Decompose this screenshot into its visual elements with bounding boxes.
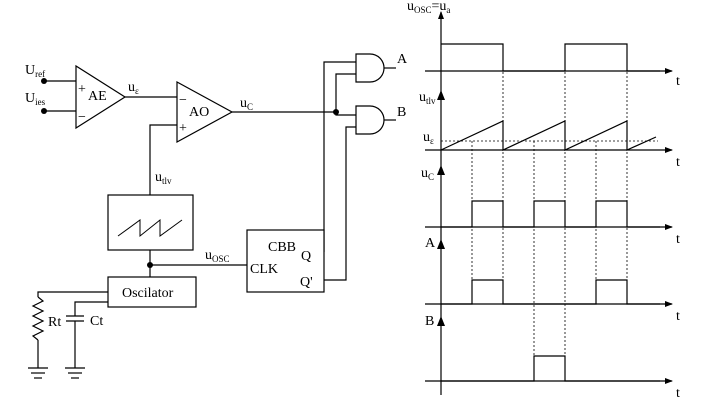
cbb-qbar-label: Q' [300,275,313,290]
uc-axis-label: uC [421,166,434,182]
ground-icon [28,367,48,379]
circuit-schematic: Uref Uies + − AE uε − + AO utlv uC A [25,52,408,379]
t-label: t [676,74,680,89]
utlv-label: utlv [155,170,172,186]
uc-waveform [441,200,660,228]
rt-label: Rt [48,315,61,330]
osc-axis-label: uOSC=ua [407,0,450,15]
t-label: t [676,232,680,247]
and-gate-b [355,105,385,135]
ao-label: AO [189,105,209,120]
axis-arrow-uc [437,165,445,175]
sawtooth-generator [107,194,194,251]
and-gate-a [355,53,385,83]
t-label: t [676,155,680,170]
resistor-rt [31,296,45,341]
ae-amplifier [75,64,127,130]
ae-plus: + [78,82,86,97]
timing-diagram: uOSC=ua t t t t t utlv uε uC A B [407,0,680,401]
axis-arrow-a [437,239,445,249]
ao-amplifier [176,80,234,144]
capacitor-ct [66,315,84,322]
axis-arrow-b [437,316,445,326]
b-axis-label: B [425,314,434,329]
axis-arrow-tlv [437,90,445,100]
ao-plus: + [179,121,187,136]
uosc-label: uOSC [205,248,230,264]
cbb-flipflop [246,229,325,293]
output-a-label: A [397,52,408,67]
ao-minus: − [179,93,187,108]
a-axis-label: A [425,236,436,251]
uref-label: Uref [25,63,45,79]
t-label: t [676,386,680,401]
output-b-label: B [397,105,406,120]
cbb-clk-label: CLK [250,262,278,277]
cbb-q-label: Q [301,249,311,264]
ct-label: Ct [90,314,103,329]
uc-label: uC [240,96,253,112]
cbb-label: CBB [268,240,296,255]
ae-minus: − [78,110,86,125]
ueps-label: uε [128,80,139,96]
ueps-axis-label: uε [423,130,434,146]
b-waveform [441,355,660,382]
oscillator-block [107,276,197,308]
uies-label: Uies [25,91,46,107]
ae-label: AE [88,89,107,104]
oscillator-label: Oscilator [122,286,174,301]
ground-icon [65,367,85,379]
utlv-axis-label: utlv [419,90,436,106]
sawtooth-waveform [440,120,657,151]
sawtooth-icon [117,218,183,238]
t-label: t [676,309,680,324]
